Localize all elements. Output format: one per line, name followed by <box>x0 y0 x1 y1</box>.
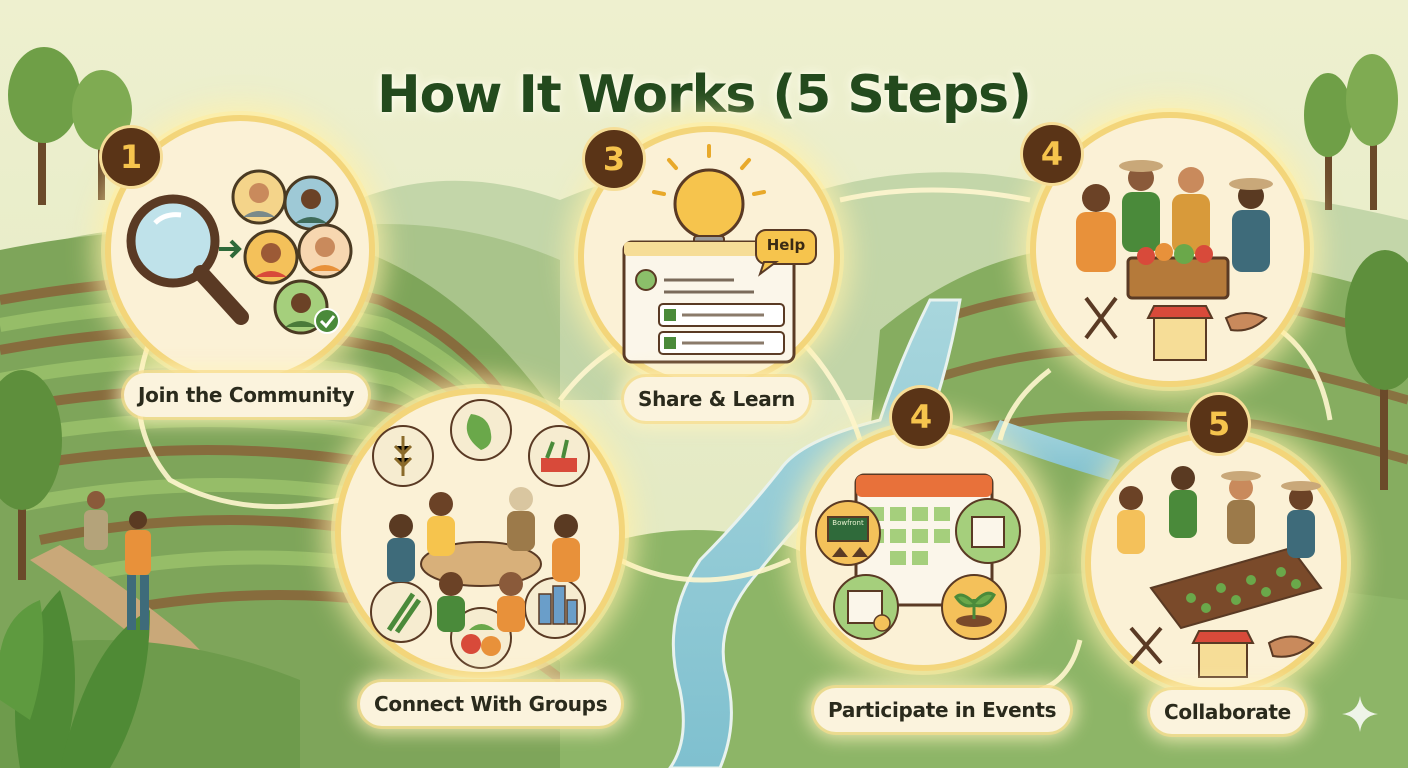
connect-illustration <box>370 399 590 669</box>
sparkle-icon <box>1342 696 1378 732</box>
vegetable-basket-icon <box>541 439 577 472</box>
wheat-icon <box>393 436 413 476</box>
step-3-badge: 3 <box>585 130 643 188</box>
step-share-label: Share & Learn <box>624 377 809 421</box>
schedule-icon <box>833 574 899 640</box>
step-collaborate-circle <box>1085 432 1347 694</box>
farmers-planting <box>1117 466 1321 558</box>
step-4a-badge: 4 <box>1023 125 1081 183</box>
step-farm-circle <box>1030 112 1310 387</box>
leafy-green-icon <box>466 414 492 450</box>
step-join-label: Join the Community <box>124 373 369 417</box>
events-illustration <box>815 473 1021 640</box>
join-illustration <box>126 169 353 335</box>
scallion-icon <box>386 592 422 634</box>
farmers-group <box>1076 160 1273 272</box>
step-events-label: Participate in Events <box>814 688 1071 732</box>
handshake-icon <box>1224 312 1268 332</box>
tomato-basket-icon <box>461 624 501 656</box>
checkmark-icon <box>314 308 340 334</box>
step-collaborate-label: Collaborate <box>1150 690 1305 734</box>
tools-icon <box>1129 626 1163 665</box>
user-icon <box>635 269 657 291</box>
vegetable-crate <box>1126 243 1230 300</box>
step-connect-circle <box>335 388 625 678</box>
board-text: Bowfront <box>832 519 864 527</box>
magnifier-icon <box>126 194 249 325</box>
calendar-small-icon <box>955 498 1021 564</box>
market-stall-icon <box>1146 305 1214 361</box>
member-avatars <box>231 169 353 335</box>
step-5-badge: 5 <box>1190 395 1248 453</box>
classroom-board-icon <box>815 500 881 566</box>
collaborate-illustration <box>1117 466 1323 678</box>
market-stall-icon <box>1191 630 1255 678</box>
handshake-icon <box>1267 635 1315 658</box>
garden-bed <box>1149 546 1323 630</box>
city-buildings-icon <box>538 585 578 625</box>
tools-icon <box>1084 296 1118 340</box>
share-illustration <box>622 144 817 364</box>
step-connect-label: Connect With Groups <box>360 682 622 726</box>
step-events-circle: Bowfront <box>800 425 1046 671</box>
page-title: How It Works (5 Steps) <box>377 64 1032 125</box>
step-1-badge: 1 <box>102 128 160 186</box>
seedling-icon <box>941 574 1007 640</box>
community-meeting <box>387 487 580 632</box>
farming-illustration <box>1076 160 1273 361</box>
help-speech-bubble <box>755 229 817 277</box>
help-bubble-text: Help <box>766 236 806 254</box>
step-4b-badge: 4 <box>892 388 950 446</box>
